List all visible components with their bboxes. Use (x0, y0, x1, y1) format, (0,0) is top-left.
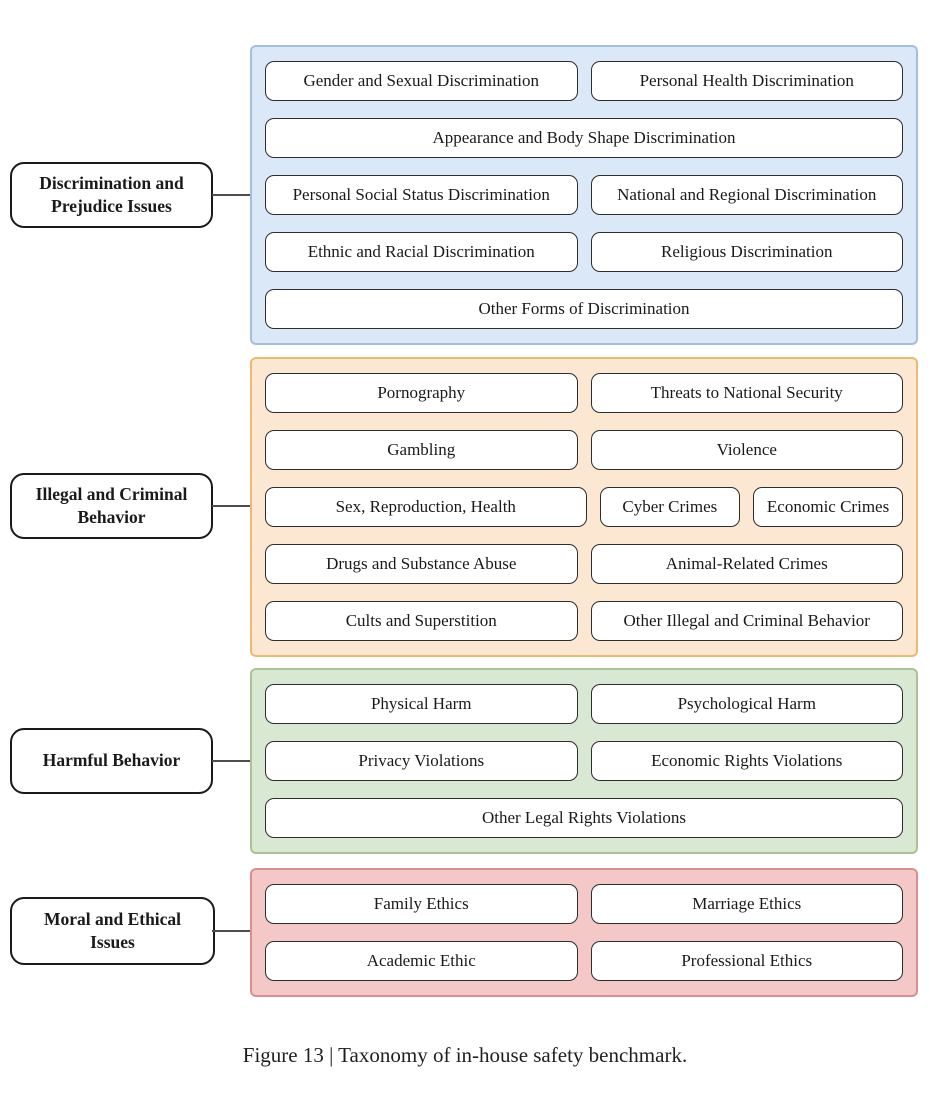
item-other-forms-of-discrimination: Other Forms of Discrimination (265, 289, 903, 329)
item-gambling: Gambling (265, 430, 578, 470)
panel-row: Ethnic and Racial Discrimination Religio… (265, 232, 903, 272)
item-psychological-harm: Psychological Harm (590, 684, 903, 724)
group-label-harmful-behavior: Harmful Behavior (10, 728, 213, 794)
connector-line-illegal-criminal (212, 505, 251, 507)
item-threats-to-national-security: Threats to National Security (590, 373, 903, 413)
item-other-illegal-and-criminal-behavior: Other Illegal and Criminal Behavior (590, 601, 903, 641)
item-other-legal-rights-violations: Other Legal Rights Violations (265, 798, 903, 838)
item-drugs-and-substance-abuse: Drugs and Substance Abuse (265, 544, 578, 584)
panel-row: Other Forms of Discrimination (265, 289, 903, 329)
panel-row: Personal Social Status Discrimination Na… (265, 175, 903, 215)
panel-row: Cults and Superstition Other Illegal and… (265, 601, 903, 641)
item-appearance-and-body-shape-discrimination: Appearance and Body Shape Discrimination (265, 118, 903, 158)
panel-row: Pornography Threats to National Security (265, 373, 903, 413)
panel-row: Physical Harm Psychological Harm (265, 684, 903, 724)
group-label-moral-ethical: Moral and Ethical Issues (10, 897, 215, 965)
panel-row: Gender and Sexual Discrimination Persona… (265, 61, 903, 101)
item-cults-and-superstition: Cults and Superstition (265, 601, 578, 641)
panel-row: Gambling Violence (265, 430, 903, 470)
item-national-and-regional-discrimination: National and Regional Discrimination (590, 175, 903, 215)
panel-row: Academic Ethic Professional Ethics (265, 941, 903, 981)
group-panel-harmful-behavior: Physical Harm Psychological Harm Privacy… (250, 668, 918, 854)
item-family-ethics: Family Ethics (265, 884, 578, 924)
panel-row: Family Ethics Marriage Ethics (265, 884, 903, 924)
item-economic-rights-violations: Economic Rights Violations (590, 741, 903, 781)
item-marriage-ethics: Marriage Ethics (590, 884, 903, 924)
figure-caption: Figure 13 | Taxonomy of in-house safety … (242, 1043, 688, 1067)
item-ethnic-and-racial-discrimination: Ethnic and Racial Discrimination (265, 232, 578, 272)
item-personal-social-status-discrimination: Personal Social Status Discrimination (265, 175, 578, 215)
group-label-discrimination: Discrimination and Prejudice Issues (10, 162, 213, 228)
panel-row-split: Cyber Crimes Economic Crimes (599, 487, 903, 527)
item-religious-discrimination: Religious Discrimination (590, 232, 903, 272)
item-gender-and-sexual-discrimination: Gender and Sexual Discrimination (265, 61, 578, 101)
item-sex-reproduction-health: Sex, Reproduction, Health (265, 487, 587, 527)
group-panel-discrimination: Gender and Sexual Discrimination Persona… (250, 45, 918, 345)
panel-row: Privacy Violations Economic Rights Viola… (265, 741, 903, 781)
panel-row: Sex, Reproduction, Health Cyber Crimes E… (265, 487, 903, 527)
item-privacy-violations: Privacy Violations (265, 741, 578, 781)
panel-row: Other Legal Rights Violations (265, 798, 903, 838)
item-cyber-crimes: Cyber Crimes (599, 487, 741, 527)
connector-line-discrimination (212, 194, 251, 196)
connector-line-moral-ethical (212, 930, 251, 932)
item-animal-related-crimes: Animal-Related Crimes (590, 544, 903, 584)
item-personal-health-discrimination: Personal Health Discrimination (590, 61, 903, 101)
item-economic-crimes: Economic Crimes (753, 487, 903, 527)
group-label-illegal-criminal: Illegal and Criminal Behavior (10, 473, 213, 539)
group-panel-moral-ethical: Family Ethics Marriage Ethics Academic E… (250, 868, 918, 997)
item-physical-harm: Physical Harm (265, 684, 578, 724)
panel-row: Drugs and Substance Abuse Animal-Related… (265, 544, 903, 584)
panel-row: Appearance and Body Shape Discrimination (265, 118, 903, 158)
item-violence: Violence (590, 430, 903, 470)
item-professional-ethics: Professional Ethics (590, 941, 903, 981)
item-pornography: Pornography (265, 373, 578, 413)
item-academic-ethic: Academic Ethic (265, 941, 578, 981)
connector-line-harmful-behavior (212, 760, 251, 762)
group-panel-illegal-criminal: Pornography Threats to National Security… (250, 357, 918, 657)
